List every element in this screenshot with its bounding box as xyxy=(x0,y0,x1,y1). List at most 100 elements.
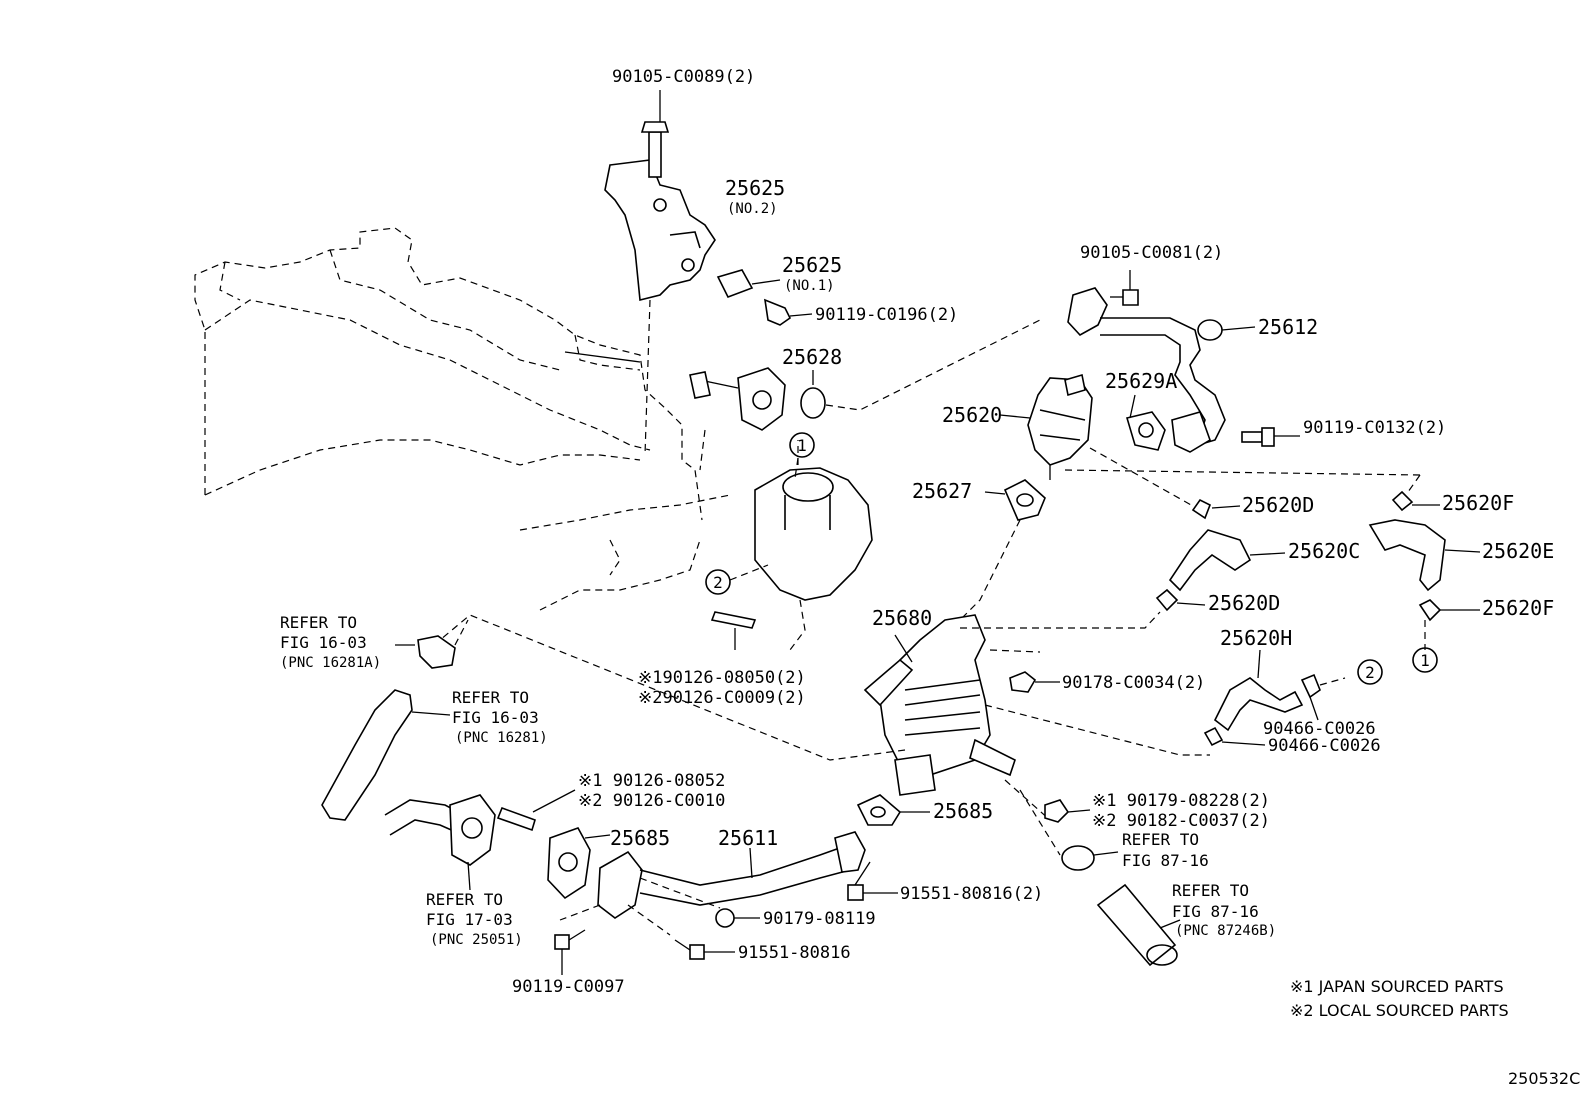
nut-08228 xyxy=(1044,799,1091,823)
svg-text:FIG 87-16: FIG 87-16 xyxy=(1122,851,1209,870)
callout-circle-1-upper: 1 xyxy=(789,432,815,479)
label-bolt-top: 90105-C0089(2) xyxy=(612,67,755,87)
bolt-c0097 xyxy=(554,929,586,975)
label-nut-c0034: 90178-C0034(2) xyxy=(1062,673,1205,693)
label-bracket-no2-sub: (NO.2) xyxy=(727,201,778,217)
stud-lower xyxy=(496,789,576,832)
svg-text:※2 LOCAL SOURCED PARTS: ※2 LOCAL SOURCED PARTS xyxy=(1290,1001,1509,1020)
svg-text:FIG 17-03: FIG 17-03 xyxy=(426,910,513,929)
label-cooler-25680: 25680 xyxy=(872,606,932,630)
svg-text:1: 1 xyxy=(797,436,807,455)
label-stud2-2: ※2 90126-C0010 xyxy=(578,791,725,811)
bracket-no1 xyxy=(716,269,813,326)
label-clip-c0026-b: 90466-C0026 xyxy=(1268,736,1381,756)
gasket-25629a xyxy=(1125,394,1166,451)
label-bolt-80816: 91551-80816 xyxy=(738,943,851,963)
label-gasket-25685-a: 25685 xyxy=(610,826,670,850)
label-bolt-c0081: 90105-C0081(2) xyxy=(1080,243,1223,263)
hose-25620h xyxy=(1203,649,1346,747)
hose-87246b xyxy=(1096,883,1181,967)
hose-25620e xyxy=(1368,490,1481,650)
svg-text:FIG 87-16: FIG 87-16 xyxy=(1172,902,1259,921)
svg-text:REFER TO: REFER TO xyxy=(426,890,503,909)
nut-08119 xyxy=(715,908,760,928)
stud-upper xyxy=(710,611,757,650)
label-nut-08119: 90179-08119 xyxy=(763,909,876,929)
flange-25051 xyxy=(384,794,496,891)
label-bolt-c0196: 90119-C0196(2) xyxy=(815,305,958,325)
callout-circle-2-left: 2 xyxy=(705,564,769,595)
hose-16281 xyxy=(321,689,451,821)
svg-text:REFER TO: REFER TO xyxy=(452,688,529,707)
label-nut-c0037: ※2 90182-C0037(2) xyxy=(1092,811,1270,831)
egr-housing xyxy=(754,440,873,651)
svg-text:(PNC 25051): (PNC 25051) xyxy=(430,932,523,948)
svg-text:(PNC 87246B): (PNC 87246B) xyxy=(1175,923,1276,939)
ref-87-16-b: REFER TO FIG 87-16 (PNC 87246B) xyxy=(1172,881,1276,939)
svg-text:1: 1 xyxy=(1420,651,1430,670)
nut-c0034 xyxy=(1009,671,1060,693)
svg-text:REFER TO: REFER TO xyxy=(1122,830,1199,849)
hose-16281a xyxy=(395,619,469,669)
label-bolt-c0097: 90119-C0097 xyxy=(512,977,625,997)
label-stud2-1: ※1 90126-08052 xyxy=(578,771,725,791)
label-gasket-25627: 25627 xyxy=(912,479,972,503)
valve-25620 xyxy=(999,373,1421,511)
label-clip-c0026-a: 90466-C0026 xyxy=(1263,719,1376,739)
label-clamp-25620d-top: 25620D xyxy=(1242,493,1314,517)
label-bracket-no1: 25625 xyxy=(782,253,842,277)
label-clamp-25620f-bot: 25620F xyxy=(1482,596,1554,620)
label-bracket-no2: 25625 xyxy=(725,176,785,200)
label-clamp-25620f-top: 25620F xyxy=(1442,491,1514,515)
bolt-c0132 xyxy=(1241,427,1300,447)
label-gasket-25628: 25628 xyxy=(782,345,842,369)
label-bracket-no1-sub: (NO.1) xyxy=(784,278,835,294)
bolt-80816 xyxy=(674,939,735,960)
gasket-25685-left xyxy=(547,827,611,900)
ref-87-16-a: REFER TO FIG 87-16 xyxy=(1122,830,1209,870)
label-bolt-c0132: 90119-C0132(2) xyxy=(1303,418,1446,438)
pipe-25611 xyxy=(559,831,866,936)
hose-25620c xyxy=(1155,498,1286,612)
figure-code: 250532C xyxy=(1508,1069,1580,1088)
svg-text:FIG 16-03: FIG 16-03 xyxy=(280,633,367,652)
label-bolt-80816-2: 91551-80816(2) xyxy=(900,884,1043,904)
legend: ※1 JAPAN SOURCED PARTS ※2 LOCAL SOURCED … xyxy=(1290,977,1509,1020)
flange-25628 xyxy=(689,319,1041,431)
svg-text:※1 JAPAN SOURCED PARTS: ※1 JAPAN SOURCED PARTS xyxy=(1290,977,1504,996)
label-hose-25620e: 25620E xyxy=(1482,539,1554,563)
svg-text:REFER TO: REFER TO xyxy=(280,613,357,632)
label-pipe-25611: 25611 xyxy=(718,826,778,850)
gasket-25685-right xyxy=(856,794,930,826)
callout-circle-2-right: 2 xyxy=(1357,659,1383,685)
svg-text:2: 2 xyxy=(1365,663,1375,682)
pipe-25612 xyxy=(1067,270,1256,453)
svg-text:FIG 16-03: FIG 16-03 xyxy=(452,708,539,727)
label-hose-25620c: 25620C xyxy=(1288,539,1360,563)
svg-text:(PNC 16281A): (PNC 16281A) xyxy=(280,655,381,671)
bracket-no2 xyxy=(604,90,716,456)
ref-17-03: REFER TO FIG 17-03 (PNC 25051) xyxy=(426,890,523,948)
svg-text:REFER TO: REFER TO xyxy=(1172,881,1249,900)
svg-text:2: 2 xyxy=(713,573,723,592)
label-pipe-25612: 25612 xyxy=(1258,315,1318,339)
label-gasket-25629a: 25629A xyxy=(1105,369,1177,393)
label-stud-2: ※290126-C0009(2) xyxy=(638,688,806,708)
cooler-25680 xyxy=(439,611,1210,856)
label-stud-1: ※190126-08050(2) xyxy=(638,668,806,688)
clamp-87-16 xyxy=(1061,845,1119,871)
label-nut-08228: ※1 90179-08228(2) xyxy=(1092,791,1270,811)
svg-text:(PNC 16281): (PNC 16281) xyxy=(455,730,548,746)
ref-16-03-b: REFER TO FIG 16-03 (PNC 16281) xyxy=(452,688,548,746)
bolt-80816-2 xyxy=(847,861,898,901)
gasket-25627 xyxy=(959,479,1046,621)
label-hose-25620h: 25620H xyxy=(1220,626,1292,650)
label-clamp-25620d-bot: 25620D xyxy=(1208,591,1280,615)
engine-block xyxy=(194,227,731,611)
label-valve-25620: 25620 xyxy=(942,403,1002,427)
label-gasket-25685-b: 25685 xyxy=(933,799,993,823)
callout-circle-1-right: 1 xyxy=(1412,647,1438,673)
ref-16-03-a: REFER TO FIG 16-03 (PNC 16281A) xyxy=(280,613,381,671)
